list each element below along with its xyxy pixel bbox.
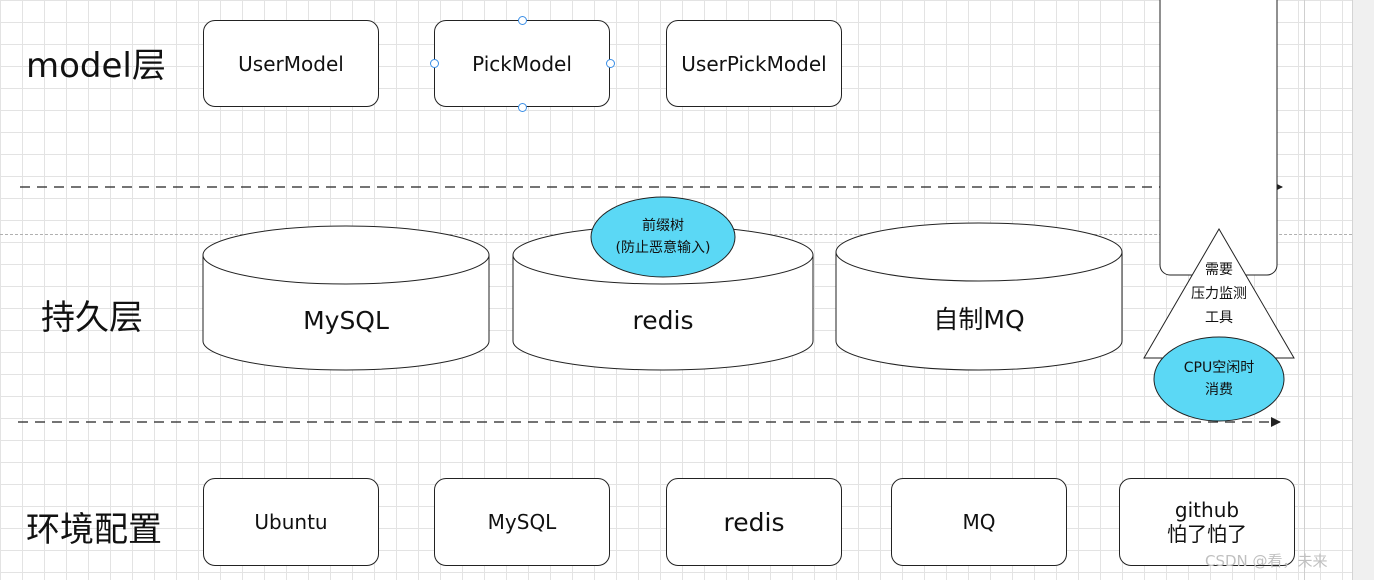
- cpu-idle-label: CPU空闲时 消费: [1154, 344, 1284, 414]
- mysql-label: MySQL: [303, 305, 389, 335]
- resize-handle-top[interactable]: [517, 15, 527, 25]
- prefix-tree-line-2: (防止恶意输入): [615, 240, 711, 256]
- resize-handle-bottom[interactable]: [517, 102, 527, 112]
- layer-label-persistence: 持久层: [41, 298, 143, 338]
- mysql-cylinder[interactable]: [202, 225, 490, 371]
- redis-env-box[interactable]: redis: [666, 478, 842, 566]
- redis-label: redis: [632, 305, 694, 335]
- mq-cylinder[interactable]: [835, 222, 1123, 371]
- watermark: CSDN @看，未来: [1205, 552, 1328, 570]
- stress-test-label: 需要 压力监测 工具: [1169, 258, 1269, 330]
- mysql-env-box[interactable]: MySQL: [434, 478, 610, 566]
- cpu-idle-line-2: 消费: [1205, 382, 1233, 398]
- user-pick-model-box[interactable]: UserPickModel: [666, 20, 842, 107]
- github-box[interactable]: github 怕了怕了: [1119, 478, 1295, 566]
- mq-label: 自制MQ: [933, 305, 1025, 334]
- user-model-box[interactable]: UserModel: [203, 20, 379, 107]
- layer-label-model: model层: [26, 46, 166, 86]
- prefix-tree-label: 前缀树 (防止恶意输入): [591, 197, 735, 277]
- prefix-tree-line-1: 前缀树: [642, 218, 684, 234]
- layer-label-environment: 环境配置: [26, 510, 162, 550]
- cpu-idle-line-1: CPU空闲时: [1183, 360, 1255, 376]
- vertical-scrollbar[interactable]: [1352, 0, 1374, 580]
- cpu-idle-ellipse[interactable]: [1153, 336, 1285, 422]
- ubuntu-box[interactable]: Ubuntu: [203, 478, 379, 566]
- resize-handle-left[interactable]: [429, 59, 439, 68]
- mq-env-box[interactable]: MQ: [891, 478, 1067, 566]
- prefix-tree-ellipse[interactable]: [590, 196, 736, 278]
- page-edge: [1304, 0, 1305, 580]
- stress-test-line-3: 工具: [1205, 310, 1233, 326]
- pick-model-box[interactable]: PickModel: [434, 20, 610, 107]
- stress-test-line-2: 压力监测: [1191, 286, 1247, 302]
- resize-handle-right[interactable]: [605, 59, 615, 68]
- stress-test-line-1: 需要: [1205, 262, 1233, 278]
- github-line-2: 怕了怕了: [1167, 522, 1247, 546]
- github-line-1: github: [1174, 498, 1240, 522]
